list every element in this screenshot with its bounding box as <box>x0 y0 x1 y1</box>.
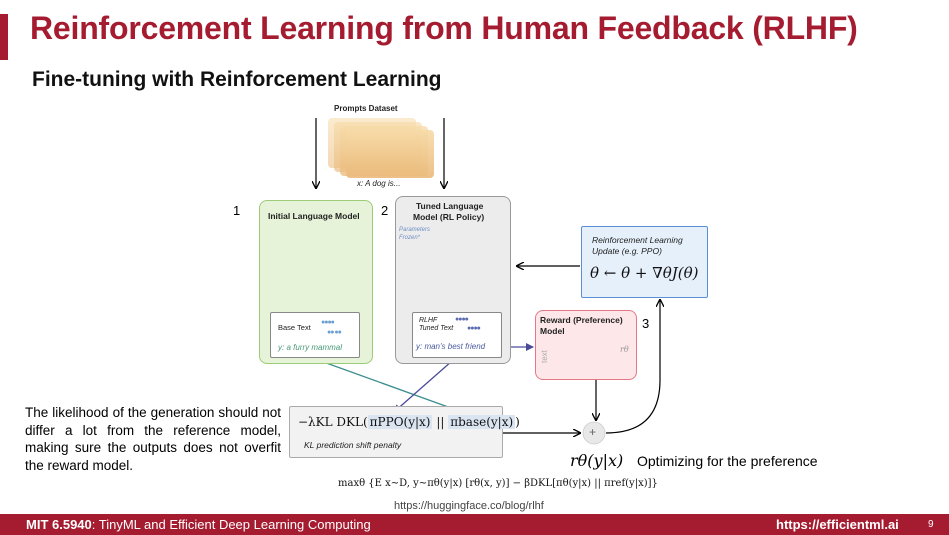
tuned-lm-output: y: man's best friend <box>416 342 486 351</box>
reward-output-label: rθ <box>620 345 629 354</box>
tuned-text-label: Tuned Text <box>419 325 454 332</box>
rlhf-label: RLHF <box>419 317 438 324</box>
token-dots-icon: ●●●● <box>455 316 469 323</box>
footer-course-code: MIT 6.5940 <box>26 517 92 532</box>
slide-title: Reinforcement Learning from Human Feedba… <box>30 10 858 46</box>
reward-model-title-line1: Reward (Preference) <box>540 315 623 325</box>
reward-note: Optimizing for the preference <box>637 453 818 469</box>
rl-update-title-line1: Reinforcement Learning <box>592 235 683 245</box>
kl-formula-prefix: −λKL DKL( <box>298 415 368 429</box>
kl-caption: KL prediction shift penalty <box>304 440 402 450</box>
tuned-lm-title-line2: Model (RL Policy) <box>413 212 485 222</box>
step-3-label: 3 <box>642 316 650 331</box>
rl-update-box: Reinforcement Learning Update (e.g. PPO)… <box>581 226 708 298</box>
step-2-label: 2 <box>381 203 389 218</box>
token-dots-icon: ●● ●● <box>327 329 342 336</box>
params-frozen-line2: Frozen* <box>399 235 421 241</box>
kl-pi-ppo: πPPO(y|x) <box>367 415 433 429</box>
rl-update-formula: θ ← θ + ∇θJ(θ) <box>590 264 699 282</box>
tuned-text-panel: RLHF Tuned Text ●●●● ●●●● y: man's best … <box>412 312 502 358</box>
step-1-label: 1 <box>233 203 241 218</box>
kl-formula: −λKL DKL(πPPO(y|x) || πbase(y|x)) <box>298 415 520 429</box>
kl-formula-suffix: ) <box>515 415 520 429</box>
prompts-dataset-label: Prompts Dataset <box>334 104 398 113</box>
rl-update-title-line2: Update (e.g. PPO) <box>592 246 662 256</box>
slide-subtitle: Fine-tuning with Reinforcement Learning <box>32 68 442 91</box>
kl-pi-base: πbase(y|x) <box>448 415 516 429</box>
arrow-plus-to-rl <box>605 300 660 434</box>
footer-url[interactable]: https://efficientml.ai <box>776 517 899 532</box>
tuned-language-model-box: Tuned Language Model (RL Policy) Paramet… <box>395 196 511 364</box>
params-frozen-line1: Parameters <box>399 227 431 233</box>
token-dots-icon: ●●●● <box>321 319 335 326</box>
token-dots-icon: ●●●● <box>467 325 481 332</box>
kl-separator: || <box>436 415 445 429</box>
tuned-lm-title-line1: Tuned Language <box>416 201 484 211</box>
sum-node <box>582 421 606 445</box>
initial-lm-title: Initial Language Model <box>268 211 360 221</box>
footer-bar: MIT 6.5940: TinyML and Efficient Deep Le… <box>0 514 949 535</box>
base-text-label: Base Text <box>278 323 311 332</box>
reward-symbol: rθ(y|x) <box>570 451 624 470</box>
kl-penalty-box: −λKL DKL(πPPO(y|x) || πbase(y|x)) KL pre… <box>289 406 520 458</box>
page-number: 9 <box>928 519 934 530</box>
arrow-base-to-kl <box>317 359 463 414</box>
diagram-graphics <box>283 118 949 445</box>
reward-input-label: text <box>540 350 549 363</box>
initial-language-model-box: Initial Language Model Base Text ●●●● ●●… <box>259 200 373 364</box>
source-link[interactable]: https://huggingface.co/blog/rlhf <box>394 500 544 512</box>
plus-symbol: + <box>589 425 597 439</box>
initial-lm-output: y: a furry mammal <box>278 343 343 352</box>
footer-course: MIT 6.5940: TinyML and Efficient Deep Le… <box>26 517 371 532</box>
prompt-example: x: A dog is... <box>357 179 401 188</box>
kl-explanation: The likelihood of the generation should … <box>25 405 281 473</box>
reward-model-title-line2: Model <box>540 326 565 336</box>
base-text-panel: Base Text ●●●● ●● ●● y: a furry mammal <box>270 312 360 358</box>
title-accent-bar <box>0 14 8 60</box>
reward-model-box: Reward (Preference) Model text rθ <box>535 310 637 380</box>
footer-course-name: : TinyML and Efficient Deep Learning Com… <box>91 517 371 532</box>
objective-formula: maxθ {E x∼D, y∼πθ(y|x) [rθ(x, y)] − βDKL… <box>338 478 658 489</box>
prompts-dataset-stack <box>328 118 434 178</box>
arrow-tuned-to-kl <box>393 360 453 413</box>
